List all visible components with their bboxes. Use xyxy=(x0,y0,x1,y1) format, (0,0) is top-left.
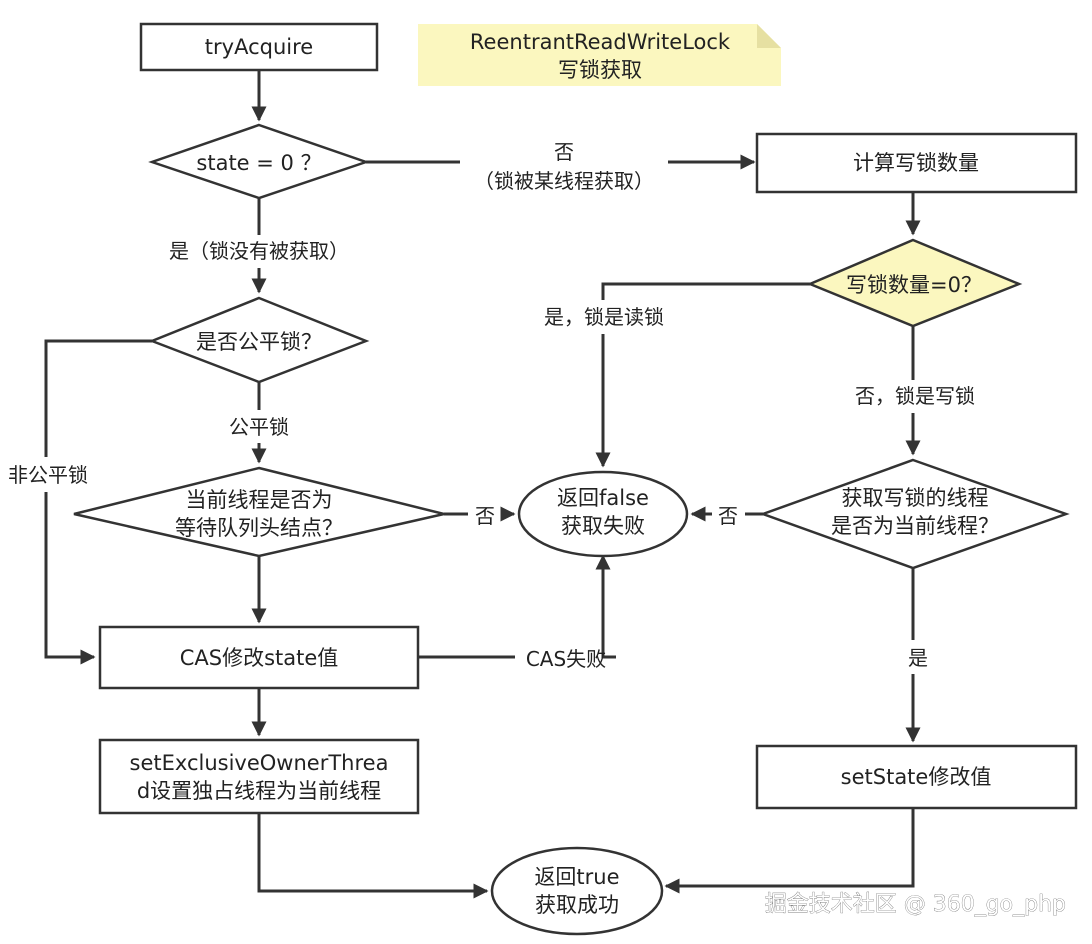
return-false-label-2: 获取失败 xyxy=(561,514,645,538)
cas-state-label: CAS修改state值 xyxy=(180,646,339,670)
label-owner-yes: 是 xyxy=(908,646,928,670)
label-no-locked-2: （锁被某线程获取） xyxy=(474,169,654,193)
title-note: ReentrantReadWriteLock 写锁获取 xyxy=(418,24,781,86)
is-fair-label: 是否公平锁？ xyxy=(196,330,322,354)
label-unfair: 非公平锁 xyxy=(8,463,88,487)
calc-write-label: 计算写锁数量 xyxy=(853,151,979,175)
label-fair: 公平锁 xyxy=(229,415,289,439)
set-state-label: setState修改值 xyxy=(841,765,992,789)
edge-writezero-read xyxy=(603,282,810,466)
label-cas-fail: CAS失败 xyxy=(526,647,606,671)
node-return-true: 返回true 获取成功 xyxy=(490,846,664,936)
decision-state-zero: state = 0 ？ xyxy=(148,123,370,200)
edge-cas-fail xyxy=(418,556,616,659)
is-head-label-2: 等待队列头结点？ xyxy=(175,516,343,540)
edge-setowner-true xyxy=(257,813,489,899)
node-set-state: setState修改值 xyxy=(755,744,1078,810)
node-calc-write: 计算写锁数量 xyxy=(755,132,1078,194)
tryacquire-label: tryAcquire xyxy=(205,35,313,59)
note-subtitle: 写锁获取 xyxy=(558,58,642,82)
label-yes-free: 是（锁没有被获取） xyxy=(169,239,349,263)
return-true-label-2: 获取成功 xyxy=(535,893,619,917)
edge-setstate-true xyxy=(664,808,915,894)
return-false-label-1: 返回false xyxy=(557,486,649,510)
decision-write-zero: 写锁数量=0？ xyxy=(806,238,1023,328)
edges xyxy=(44,70,915,899)
label-owner-no: 否 xyxy=(718,504,738,528)
edge-fair-unfair-cas xyxy=(44,339,152,657)
state-zero-label: state = 0 ？ xyxy=(196,151,321,175)
decision-is-owner: 获取写锁的线程 是否为当前线程？ xyxy=(759,458,1070,570)
label-yes-read: 是，锁是读锁 xyxy=(544,305,664,329)
node-set-owner: setExclusiveOwnerThrea d设置独占线程为当前线程 xyxy=(98,738,420,815)
label-no-write: 否，锁是写锁 xyxy=(855,384,975,408)
node-return-false: 返回false 获取失败 xyxy=(517,470,689,558)
node-tryacquire: tryAcquire xyxy=(139,22,379,72)
label-head-no: 否 xyxy=(475,504,495,528)
note-title: ReentrantReadWriteLock xyxy=(470,30,731,54)
node-cas-state: CAS修改state值 xyxy=(98,625,420,690)
set-owner-label-2: d设置独占线程为当前线程 xyxy=(137,779,381,803)
decision-is-fair: 是否公平锁？ xyxy=(148,296,370,384)
watermark: 掘金技术社区 @ 360_go_php xyxy=(765,892,1066,917)
is-owner-label-1: 获取写锁的线程 xyxy=(842,486,989,510)
write-zero-label: 写锁数量=0？ xyxy=(846,273,982,297)
is-head-label-1: 当前线程是否为 xyxy=(186,488,333,512)
decision-is-head: 当前线程是否为 等待队列头结点？ xyxy=(73,466,445,558)
label-no-locked-1: 否 xyxy=(554,140,574,164)
return-true-label-1: 返回true xyxy=(534,865,619,889)
set-owner-label-1: setExclusiveOwnerThrea xyxy=(130,751,389,775)
edge-labels: 否 （锁被某线程获取） 是（锁没有被获取） 公平锁 非公平锁 否 CAS失败 是… xyxy=(8,140,975,671)
is-owner-label-2: 是否为当前线程？ xyxy=(831,514,999,538)
